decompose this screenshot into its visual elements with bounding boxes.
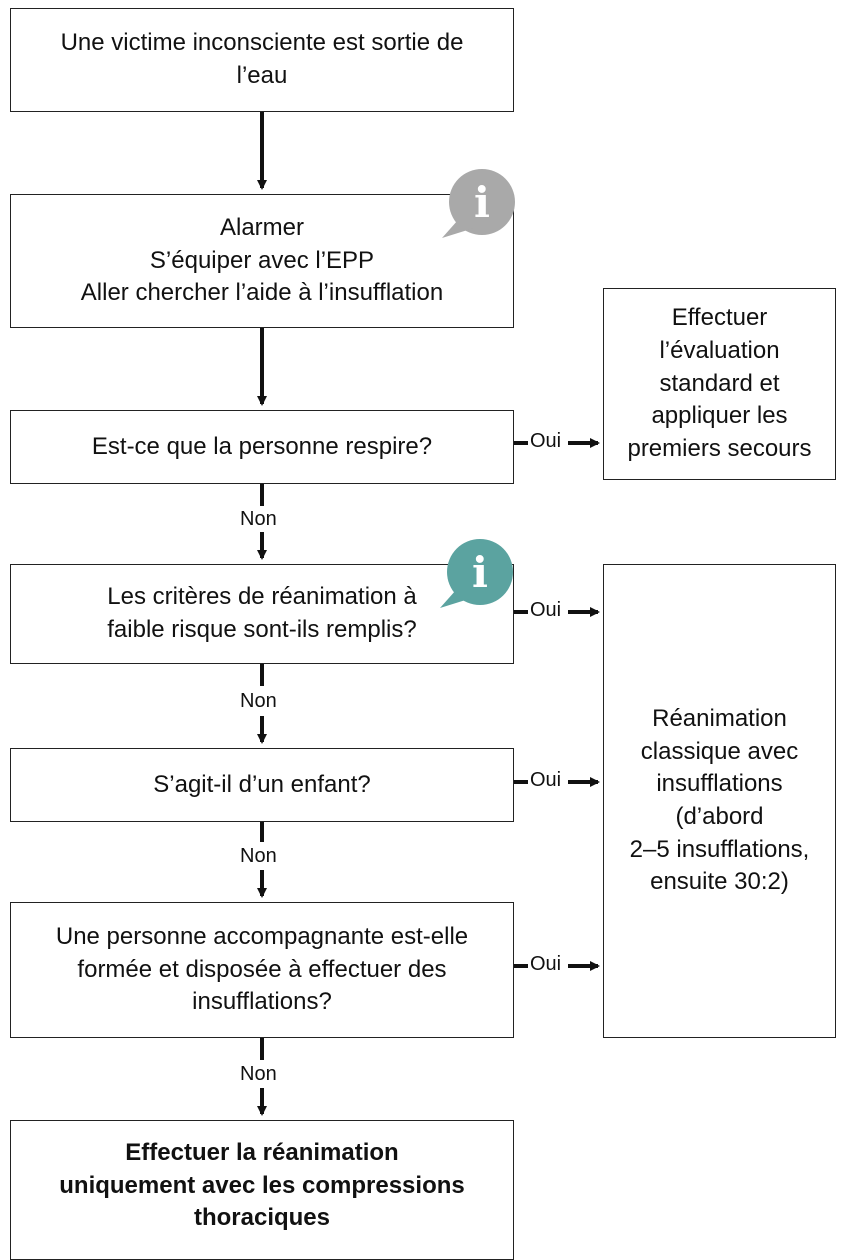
side-cpr-box: Réanimation classique avec insufflations…	[603, 564, 836, 1038]
question-child-box: S’agit-il d’un enfant?	[10, 748, 514, 822]
side-assessment-text: Effectuer l’évaluation standard et appli…	[627, 302, 811, 465]
no-label: Non	[240, 690, 277, 712]
start-box: Une victime inconsciente est sortie de l…	[10, 8, 514, 112]
side-line: appliquer les	[651, 402, 788, 430]
info-glyph: i	[474, 178, 490, 227]
side-line: Réanimation	[652, 705, 787, 733]
info-icon[interactable]: i	[436, 538, 518, 610]
side-line: standard et	[659, 369, 780, 397]
yes-label: Oui	[530, 430, 562, 452]
alert-box: Alarmer S’équiper avec l’EPP Aller cherc…	[10, 194, 514, 328]
no-label: Non	[240, 845, 277, 867]
start-line: l’eau	[236, 62, 288, 89]
yes-label: Oui	[530, 769, 562, 791]
side-line: Effectuer	[671, 304, 768, 332]
alert-line: Aller chercher l’aide à l’insufflation	[80, 279, 444, 307]
end-compressions-text: Effectuer la réanimation uniquement avec…	[59, 1137, 464, 1235]
question-low-risk-text: Les critères de réanimation à faible ris…	[107, 581, 417, 646]
no-label: Non	[240, 508, 277, 530]
alert-line: S’équiper avec l’EPP	[149, 246, 375, 274]
side-cpr-text: Réanimation classique avec insufflations…	[630, 703, 810, 899]
end-line: thoraciques	[193, 1204, 330, 1232]
side-assessment-box: Effectuer l’évaluation standard et appli…	[603, 288, 836, 480]
question-breathing-text: Est-ce que la personne respire?	[92, 431, 432, 464]
info-glyph: i	[472, 548, 488, 597]
side-line: classique avec	[640, 737, 799, 765]
end-compressions-box: Effectuer la réanimation uniquement avec…	[10, 1120, 514, 1260]
end-line: uniquement avec les compressions	[59, 1171, 465, 1199]
question-low-risk-box: Les critères de réanimation à faible ris…	[10, 564, 514, 664]
side-line: (d’abord	[675, 803, 764, 830]
yes-label: Oui	[530, 599, 562, 621]
yes-label: Oui	[530, 953, 562, 975]
side-line: 2–5 insufflations,	[629, 835, 810, 863]
question-line: formée et disposée à effectuer des	[77, 955, 447, 983]
alert-text: Alarmer S’équiper avec l’EPP Aller cherc…	[81, 212, 443, 310]
start-line: Une victime inconsciente est sortie de	[60, 29, 464, 57]
question-line: Est-ce que la personne respire?	[91, 432, 433, 460]
info-icon[interactable]: i	[438, 168, 520, 240]
question-breathing-box: Est-ce que la personne respire?	[10, 410, 514, 484]
question-line: S’agit-il d’un enfant?	[153, 770, 371, 798]
end-line: Effectuer la réanimation	[125, 1139, 399, 1166]
question-child-text: S’agit-il d’un enfant?	[153, 769, 370, 802]
question-companion-box: Une personne accompagnante est-elle form…	[10, 902, 514, 1038]
side-line: l’évaluation	[659, 337, 780, 365]
question-line: insufflations?	[192, 988, 332, 1016]
alert-line: Alarmer	[219, 214, 304, 242]
question-line: faible risque sont-ils remplis?	[107, 616, 417, 643]
question-line: Les critères de réanimation à	[107, 583, 417, 611]
question-companion-text: Une personne accompagnante est-elle form…	[56, 921, 468, 1019]
side-line: insufflations	[656, 770, 783, 798]
start-text: Une victime inconsciente est sortie de l…	[61, 27, 464, 92]
question-line: Une personne accompagnante est-elle	[55, 923, 469, 951]
side-line: ensuite 30:2)	[650, 868, 789, 896]
no-label: Non	[240, 1063, 277, 1085]
side-line: premiers secours	[627, 434, 812, 462]
